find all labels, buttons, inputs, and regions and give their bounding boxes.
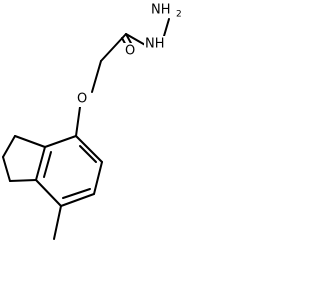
carbonyl-o-label-bg: [123, 43, 137, 59]
nh2-label: NH: [151, 3, 171, 18]
bond-ring-4: [35, 179, 62, 207]
bond-ring-inner-3: [43, 151, 52, 178]
bond-ring-inner-2: [62, 188, 91, 199]
nh2-subscript: 2: [176, 10, 182, 20]
ether-o-label-bg: [75, 91, 89, 107]
nh-label: NH: [145, 37, 165, 52]
bond-ring-3: [60, 193, 95, 207]
bond-ring-1: [75, 135, 103, 163]
ether-o-label: O: [77, 92, 87, 107]
bond-ch2-o-ether: [91, 60, 102, 93]
bond-methyl: [53, 205, 62, 240]
nh-label-bg: [144, 36, 168, 52]
bond-o-ether-aromatic: [75, 106, 81, 137]
bond-ring-2: [93, 161, 103, 195]
bond-five-ring-3: [2, 156, 11, 182]
bond-carbonyl-c-ch2: [100, 33, 127, 62]
carbonyl-o-label: O: [125, 44, 135, 59]
bond-five-ring-1: [14, 135, 46, 148]
bond-ring-5: [35, 146, 46, 181]
bond-n-n: [163, 18, 170, 37]
bond-five-ring-2: [2, 135, 16, 158]
bond-ring-6: [44, 135, 77, 148]
bond-five-ring-4: [9, 179, 37, 182]
chemical-structure-diagram: NH 2 NH O O: [2, 2, 184, 240]
bond-ring-inner-1: [79, 145, 97, 163]
nh2-label-bg: [150, 2, 184, 18]
